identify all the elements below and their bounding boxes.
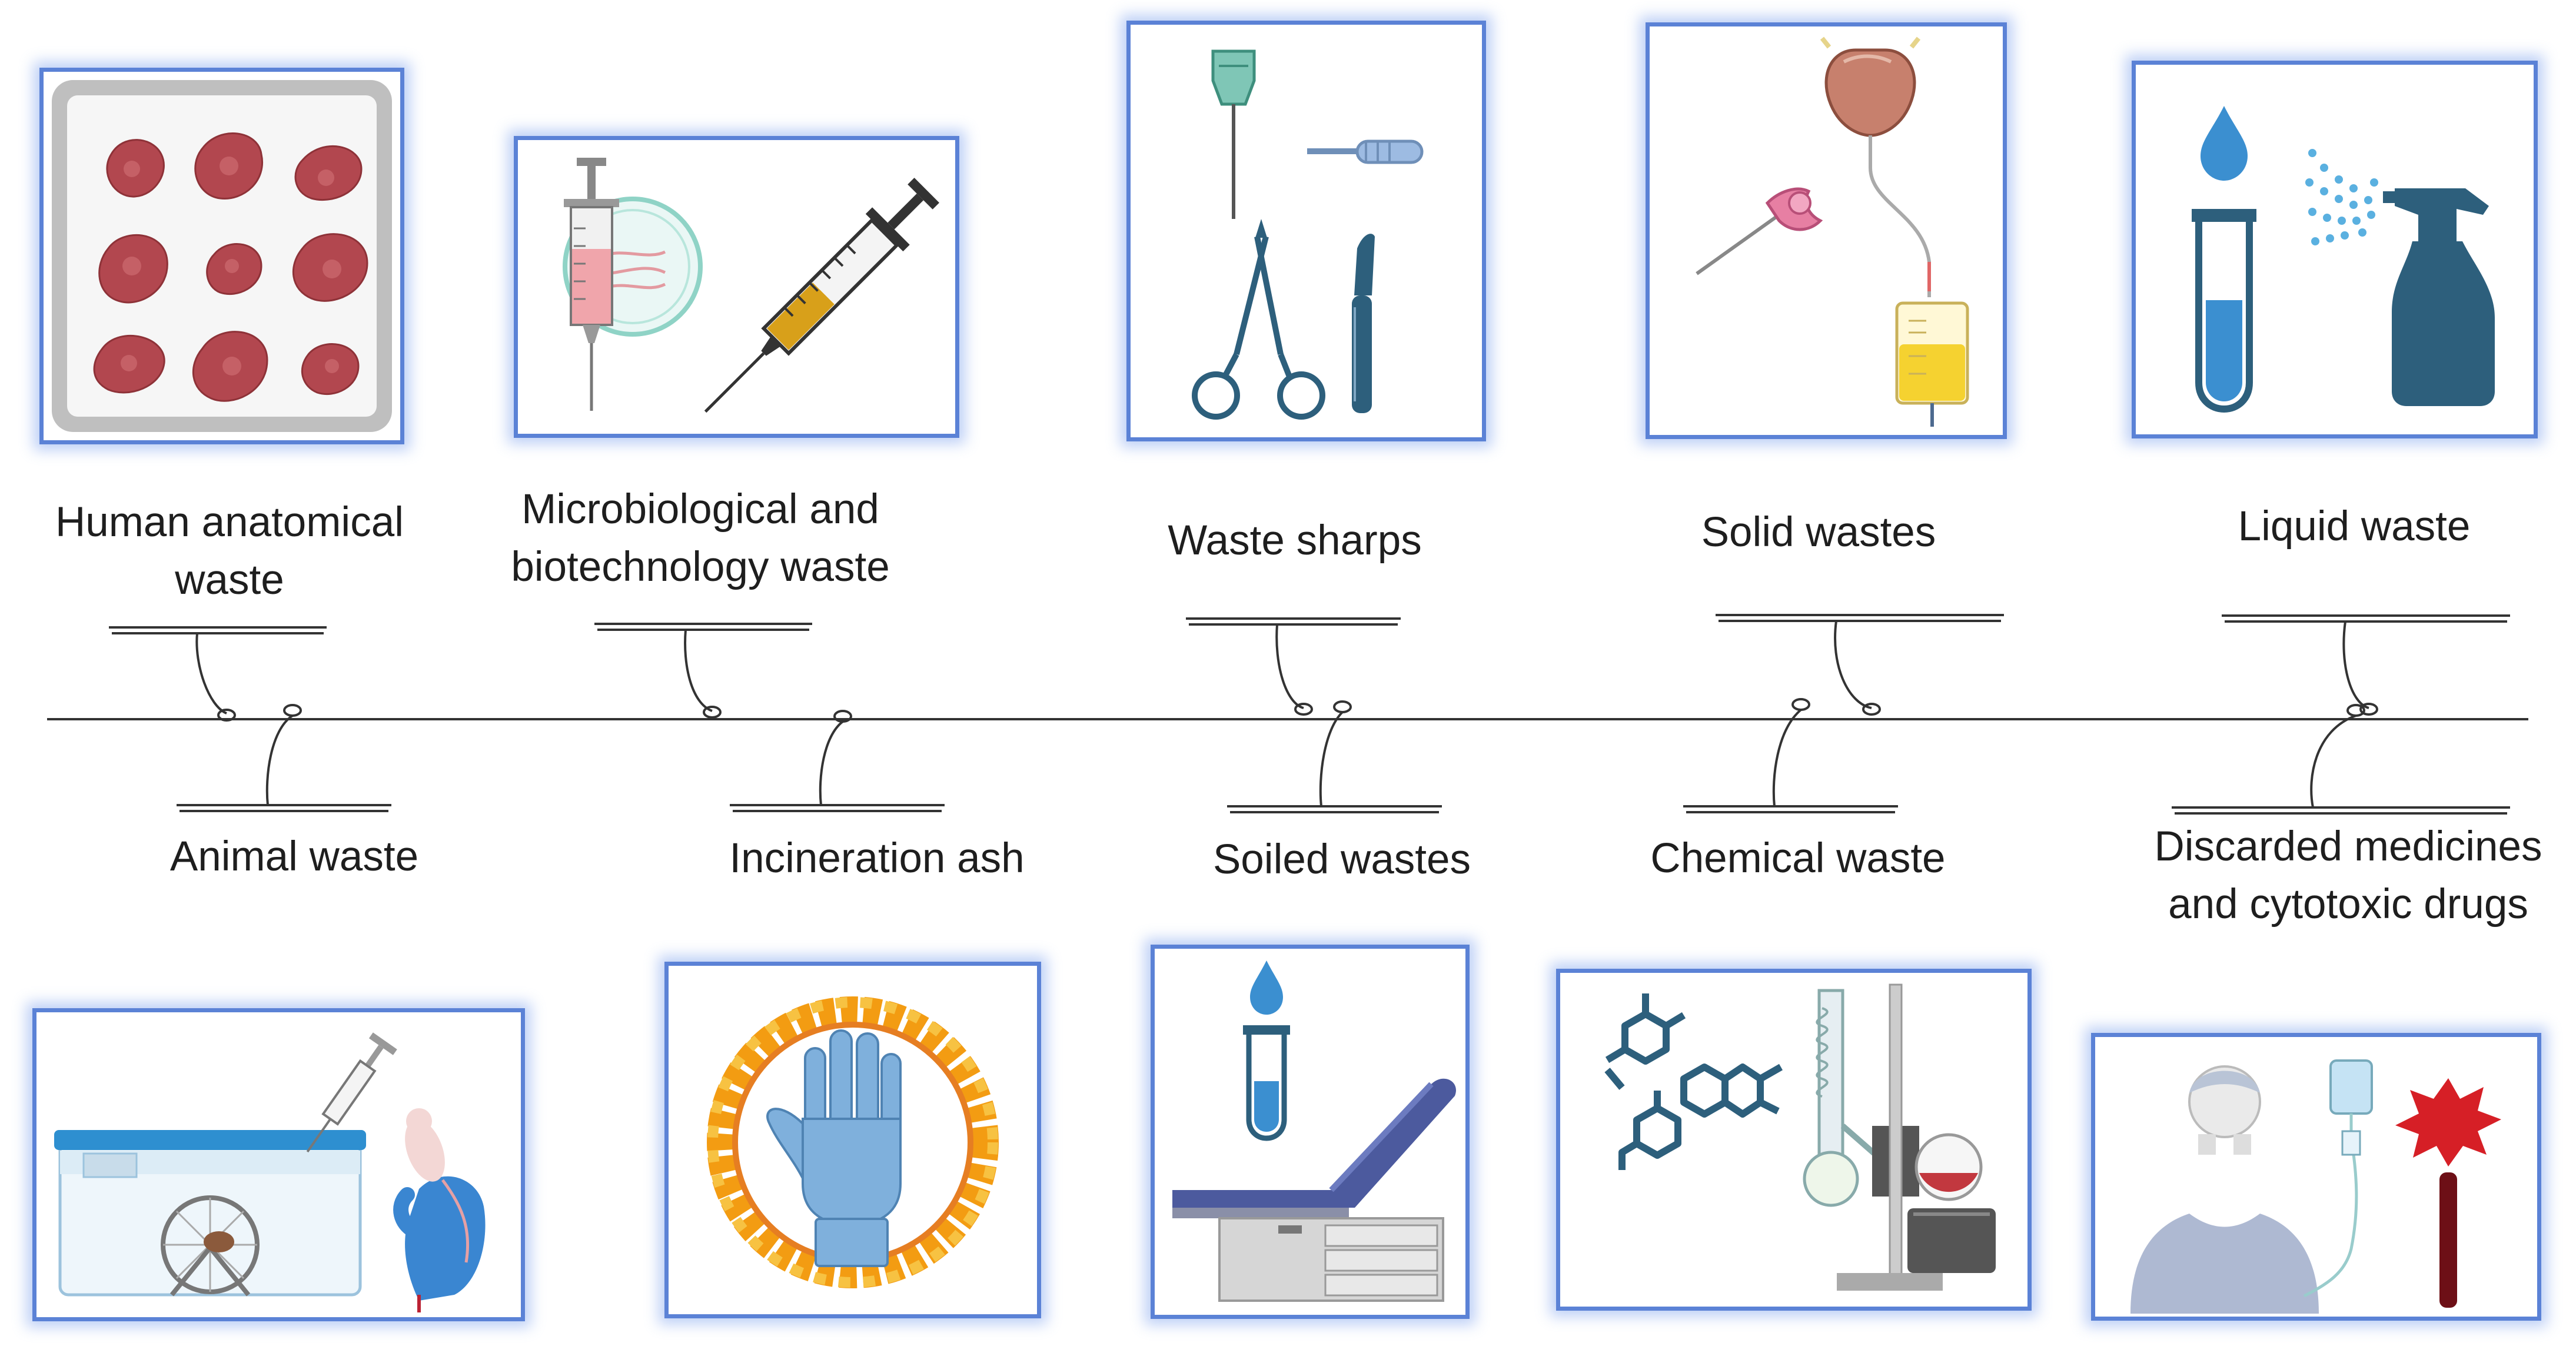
label-solid-wastes: Solid wastes (1583, 504, 2054, 561)
label-liquid-waste: Liquid waste (2119, 498, 2576, 556)
molecules-rotary-evaporator-icon (1604, 983, 1996, 1291)
label-line: Chemical waste (1650, 835, 1946, 882)
image-solid-wastes (1646, 22, 2007, 439)
drop-tube-spray-bottle-icon (2192, 106, 2495, 413)
label-chemical-waste: Chemical waste (1563, 830, 2033, 888)
needles-scissors-scalpel-icon (1192, 49, 1424, 420)
label-line: and cytotoxic drugs (2168, 881, 2528, 928)
image-microbiological-waste (514, 136, 959, 438)
top-connector-3 (1186, 617, 1401, 716)
label-waste-sharps: Waste sharps (1059, 512, 1530, 570)
image-discarded-medicines (2091, 1033, 2541, 1321)
patient-iv-cytotoxic-icon (2130, 1059, 2501, 1314)
label-microbiological-waste: Microbiological and biotechnology waste (465, 481, 936, 596)
label-line: Animal waste (169, 833, 419, 880)
top-connector-2 (594, 623, 812, 719)
image-soiled-wastes (1151, 945, 1470, 1319)
image-waste-sharps (1126, 21, 1486, 441)
bottom-connector-2 (730, 710, 945, 812)
label-line: Soiled wastes (1212, 836, 1471, 883)
label-line: Microbiological and (521, 486, 879, 533)
top-connector-4 (1716, 614, 2004, 716)
label-line: Solid wastes (1701, 509, 1936, 556)
label-line: Discarded medicines (2154, 823, 2542, 870)
image-human-anatomical-waste (39, 68, 404, 444)
image-chemical-waste (1556, 969, 2032, 1311)
label-line: Human anatomical (55, 499, 404, 546)
glove-in-fire-ring-icon (707, 996, 999, 1288)
top-connector-1 (109, 626, 327, 722)
image-liquid-waste (2132, 61, 2538, 438)
timeline-axis (46, 715, 2529, 720)
exam-table-tube-icon (1172, 961, 1456, 1302)
label-line: Waste sharps (1168, 517, 1422, 564)
mouse-cage-injection-icon (54, 1032, 486, 1312)
label-animal-waste: Animal waste (59, 828, 530, 886)
label-discarded-medicines: Discarded medicines and cytotoxic drugs (2107, 818, 2576, 933)
label-line: biotechnology waste (511, 544, 890, 590)
bottom-connector-4 (1683, 698, 1898, 813)
tissue-tray-icon (52, 80, 392, 432)
syringe-petri-dish-icon (563, 158, 939, 413)
top-connector-5 (2222, 614, 2510, 716)
label-human-anatomical-waste: Human anatomical waste (0, 494, 459, 609)
image-incineration-ash (664, 962, 1041, 1318)
bottom-connector-5 (2172, 704, 2510, 815)
label-line: waste (175, 557, 284, 603)
label-soiled-wastes: Soiled wastes (1106, 831, 1577, 889)
label-incineration-ash: Incineration ash (641, 830, 1112, 888)
bottom-connector-3 (1227, 700, 1442, 813)
label-line: Incineration ash (729, 835, 1025, 882)
catheter-urine-bag-icon (1696, 36, 1969, 427)
label-line: Liquid waste (2238, 503, 2471, 550)
image-animal-waste (32, 1008, 525, 1321)
bottom-connector-1 (177, 704, 391, 812)
